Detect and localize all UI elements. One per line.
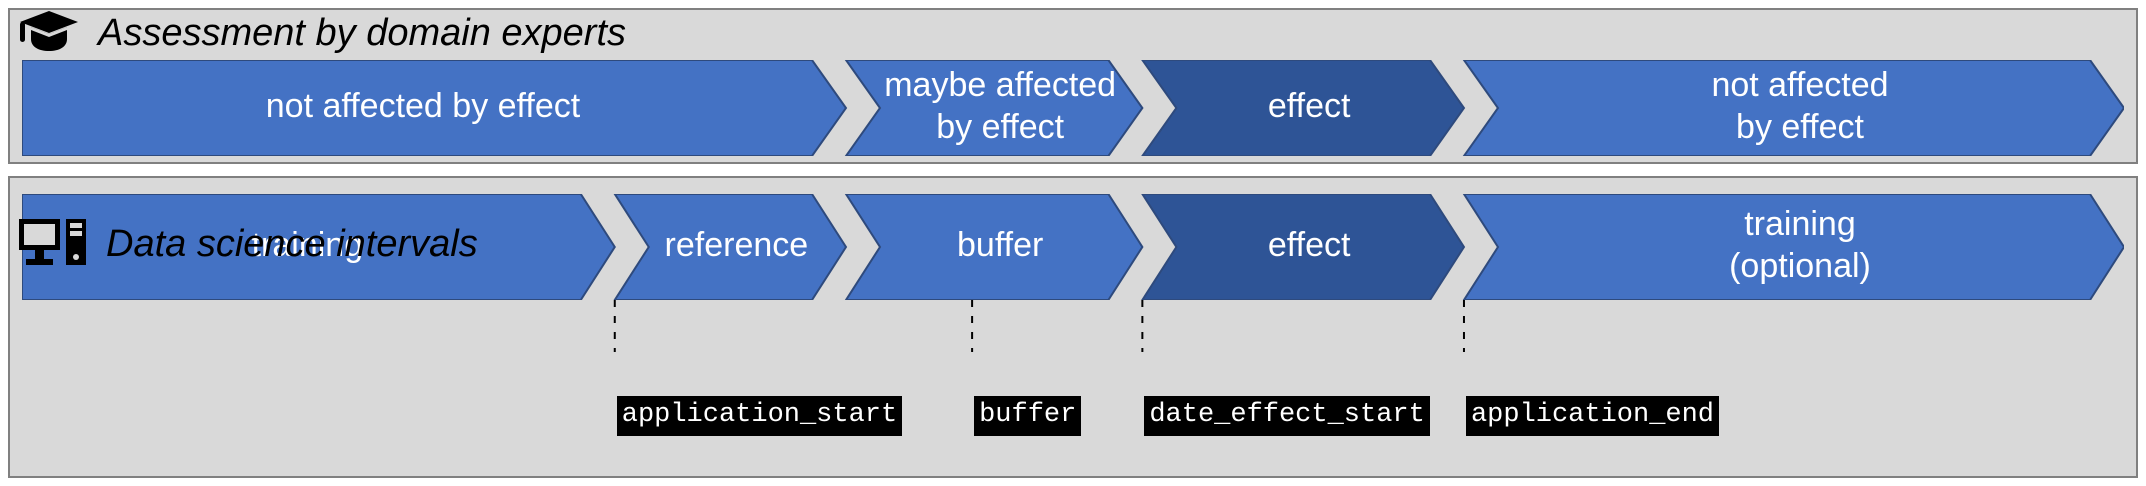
interval-marker-chip: date_effect_start	[1144, 396, 1430, 436]
chevron-segment-label: effect	[1268, 87, 1351, 125]
chevron-segment-label: effect	[1268, 226, 1351, 264]
chevron-flow-bottom: training reference buffer effect training(op…	[22, 194, 2124, 300]
chevron-segment	[1141, 60, 1466, 156]
chevron-segment-label: training	[252, 226, 364, 264]
chevron-segment	[844, 194, 1144, 300]
caption-top-text: Assessment by domain experts	[98, 12, 627, 54]
chevron-segment	[1141, 194, 1466, 300]
chevron-segment-label: reference	[665, 226, 809, 264]
desktop-computer-icon	[18, 216, 88, 273]
caption-bottom-text: Data science intervals	[106, 223, 478, 265]
interval-marker-chip: application_start	[616, 396, 903, 436]
chevron-segment	[22, 194, 616, 300]
interval-marker-chip: application_end	[1465, 396, 1720, 436]
chevron-segment	[1462, 194, 2124, 300]
chevron-segment-label: buffer	[957, 226, 1043, 264]
caption-row-top: Assessment by domain experts	[18, 10, 626, 56]
graduation-cap-icon	[18, 9, 80, 58]
caption-row-bottom: Data science intervals	[18, 212, 478, 276]
interval-marker-chip: buffer	[974, 396, 1082, 436]
chevron-segment	[844, 60, 1144, 156]
chevron-segment-label: not affected by effect	[266, 87, 581, 125]
chevron-segment-label: training(optional)	[1729, 205, 1871, 285]
chevron-segment	[22, 60, 848, 156]
chevron-segment	[613, 194, 848, 300]
chevron-segment	[1462, 60, 2124, 156]
